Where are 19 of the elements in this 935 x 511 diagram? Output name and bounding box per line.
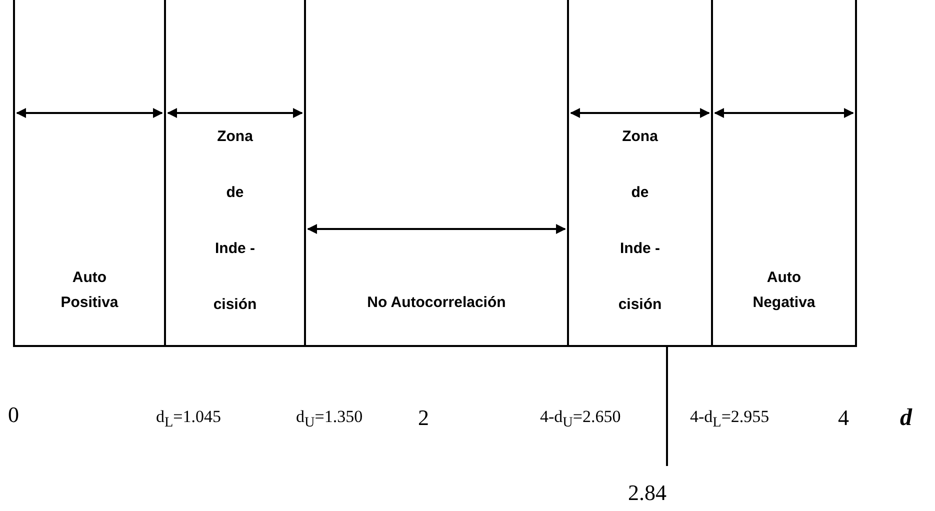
zone-region xyxy=(567,0,711,347)
axis-title: d xyxy=(900,405,912,432)
zone-region xyxy=(711,0,857,347)
zone-label: Zona de Inde - cisión xyxy=(212,127,258,315)
statistic-value: 2.84 xyxy=(628,480,666,506)
critical-value: 4-d$_{L}$=2.955 xyxy=(690,407,770,432)
axis-value: 2 xyxy=(418,405,429,431)
zone-region xyxy=(304,0,567,347)
zone-label: Auto Negativa xyxy=(752,268,816,313)
zone-label: Zona de Inde - cisión xyxy=(617,127,663,315)
axis-value: 0 xyxy=(8,402,19,428)
critical-value: d$_{U}$=1.350 xyxy=(296,407,363,432)
zone-label: No Autocorrelación xyxy=(366,293,507,313)
zone-region xyxy=(13,0,164,347)
zone-label: Auto Positiva xyxy=(60,268,120,313)
critical-value: d$_{L}$=1.045 xyxy=(156,407,221,432)
critical-value: 4-d$_{U}$=2.650 xyxy=(540,407,621,432)
zone-region xyxy=(164,0,304,347)
axis-value: 4 xyxy=(838,405,849,431)
